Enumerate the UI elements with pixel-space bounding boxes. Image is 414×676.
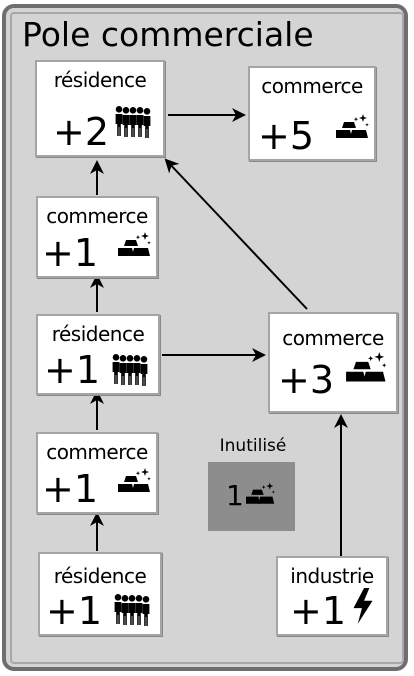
arrow-com-right-to-res-top bbox=[164, 158, 308, 310]
node-residence-top: résidence +2 bbox=[35, 60, 165, 157]
gold-bars-icon bbox=[246, 482, 275, 504]
gold-bars-icon bbox=[346, 352, 387, 382]
node-value: +1 bbox=[42, 231, 99, 275]
gold-bars-icon bbox=[118, 468, 151, 492]
lightning-icon bbox=[353, 588, 373, 624]
node-commerce-topright: commerce +5 bbox=[248, 66, 376, 161]
node-value: +2 bbox=[53, 110, 110, 154]
node-residence-middle: résidence +1 bbox=[36, 314, 160, 395]
node-label: résidence bbox=[51, 322, 145, 346]
node-value: +1 bbox=[42, 467, 99, 511]
node-label: commerce bbox=[46, 440, 148, 464]
node-label: résidence bbox=[53, 564, 147, 588]
node-commerce-lower: commerce +1 bbox=[36, 432, 158, 514]
node-label: commerce bbox=[282, 326, 384, 350]
diagram-title: Pole commerciale bbox=[22, 15, 314, 54]
unused-box: 1 bbox=[208, 462, 295, 531]
node-label: industrie bbox=[290, 564, 374, 588]
node-label: résidence bbox=[53, 68, 147, 92]
node-label: commerce bbox=[261, 74, 363, 98]
people-icon bbox=[114, 594, 150, 626]
node-commerce-upper: commerce +1 bbox=[36, 196, 158, 278]
node-commerce-right: commerce +3 bbox=[268, 312, 398, 413]
node-value: +3 bbox=[278, 358, 335, 402]
node-value: +1 bbox=[44, 348, 101, 392]
node-industrie-bottom: industrie +1 bbox=[276, 556, 388, 636]
node-value: +5 bbox=[258, 114, 315, 158]
people-icon bbox=[112, 354, 148, 386]
people-icon bbox=[115, 106, 151, 138]
unused-label: Inutilisé bbox=[219, 436, 287, 456]
node-label: commerce bbox=[46, 204, 148, 228]
unused-value: 1 bbox=[226, 479, 244, 512]
gold-bars-icon bbox=[336, 114, 369, 138]
node-value: +1 bbox=[290, 589, 347, 633]
node-value: +1 bbox=[46, 589, 103, 633]
gold-bars-icon bbox=[118, 232, 151, 256]
node-residence-bottom: résidence +1 bbox=[38, 552, 162, 636]
